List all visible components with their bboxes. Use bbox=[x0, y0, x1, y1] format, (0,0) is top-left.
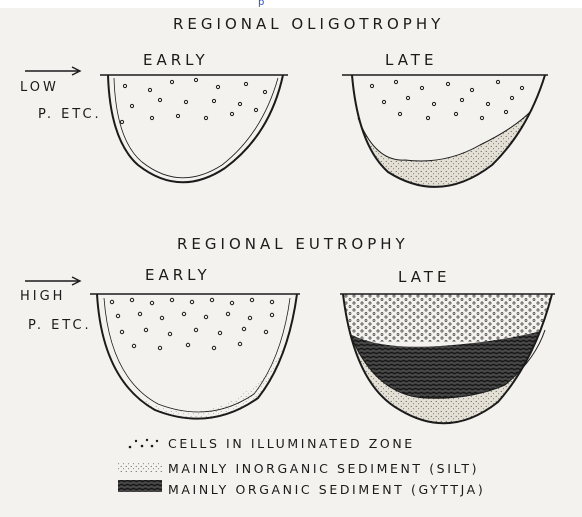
stage-label: EARLY bbox=[145, 266, 211, 284]
gyttja-icon bbox=[118, 480, 162, 492]
basin-eutrophy-early bbox=[90, 294, 300, 440]
section-title-eutrophy: REGIONAL EUTROPHY bbox=[177, 235, 409, 253]
stage-label: EARLY bbox=[143, 51, 209, 69]
dots-icon bbox=[129, 439, 159, 449]
basin-oligotrophy-early bbox=[100, 75, 288, 200]
nutrient-label: LOW bbox=[20, 80, 59, 95]
nutrient-label: P. ETC. bbox=[38, 107, 102, 122]
legend-item: MAINLY ORGANIC SEDIMENT (GYTTJA) bbox=[168, 482, 485, 497]
stage-label: LATE bbox=[385, 51, 437, 69]
cells-dots bbox=[120, 78, 266, 123]
silt-icon bbox=[118, 462, 162, 472]
legend-item: MAINLY INORGANIC SEDIMENT (SILT) bbox=[168, 461, 479, 476]
section-title-oligotrophy: REGIONAL OLIGOTROPHY bbox=[173, 15, 444, 33]
arrow-icon bbox=[25, 277, 80, 285]
nutrient-label: P. ETC. bbox=[28, 318, 92, 333]
basin-oligotrophy-late bbox=[342, 75, 548, 210]
cells-dots bbox=[110, 298, 273, 349]
nutrient-label: HIGH bbox=[20, 289, 65, 304]
legend-item: CELLS IN ILLUMINATED ZONE bbox=[168, 436, 415, 451]
arrow-icon bbox=[25, 67, 80, 75]
cells-dots bbox=[370, 80, 523, 119]
basin-eutrophy-late bbox=[340, 294, 555, 450]
stage-label: LATE bbox=[398, 268, 450, 286]
